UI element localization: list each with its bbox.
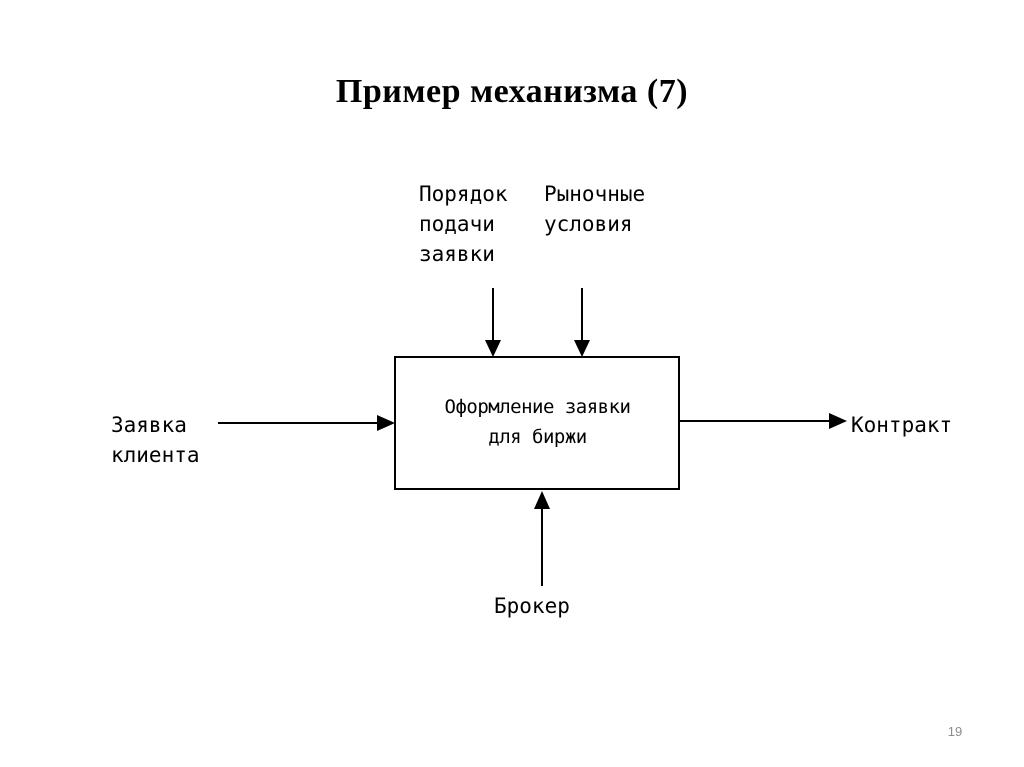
control-arrowhead-1 <box>485 340 501 357</box>
control-arrowhead-2 <box>574 340 590 357</box>
input-arrowhead <box>377 415 395 431</box>
function-box-label: Оформление заявки для биржи <box>444 396 631 448</box>
output-arrowhead <box>829 413 847 429</box>
input-label: Заявка клиента <box>111 413 200 467</box>
slide-title: Пример механизма (7) <box>335 73 689 110</box>
mechanism-arrowhead <box>534 491 550 509</box>
control-label-order: Порядок подачи заявки <box>419 182 508 266</box>
function-box <box>394 356 680 490</box>
output-label: Контракт <box>851 413 953 437</box>
page-number: 19 <box>947 724 963 739</box>
mechanism-label: Брокер <box>494 594 570 618</box>
control-label-market: Рыночные условия <box>544 182 646 236</box>
